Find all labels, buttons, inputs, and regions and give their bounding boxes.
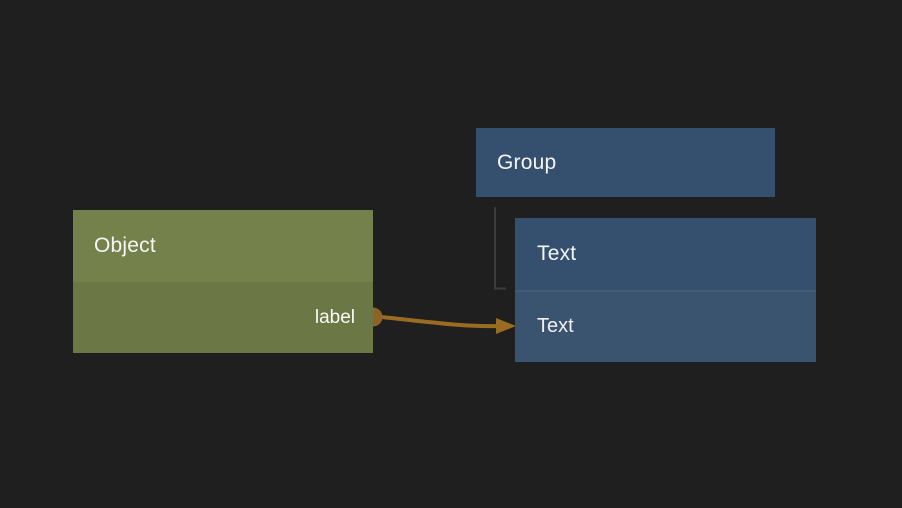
- node-group-header[interactable]: Group: [476, 128, 775, 197]
- node-text[interactable]: Text Text: [515, 218, 816, 362]
- node-object-title: Object: [94, 234, 156, 257]
- hierarchy-connector-line: [494, 207, 506, 290]
- node-object-header[interactable]: Object: [73, 210, 373, 282]
- connection-arrowhead-icon: [496, 318, 516, 334]
- node-object[interactable]: Object label: [73, 210, 373, 353]
- node-text-title: Text: [537, 242, 577, 265]
- node-text-input-row[interactable]: Text: [515, 290, 816, 362]
- node-text-header[interactable]: Text: [515, 218, 816, 290]
- node-text-input-row-label: Text: [537, 314, 574, 337]
- node-group[interactable]: Group: [476, 128, 775, 197]
- connection-wire[interactable]: [379, 315, 499, 329]
- node-object-body[interactable]: label: [73, 282, 373, 353]
- output-port-label: label: [314, 306, 355, 328]
- node-group-title: Group: [497, 150, 557, 174]
